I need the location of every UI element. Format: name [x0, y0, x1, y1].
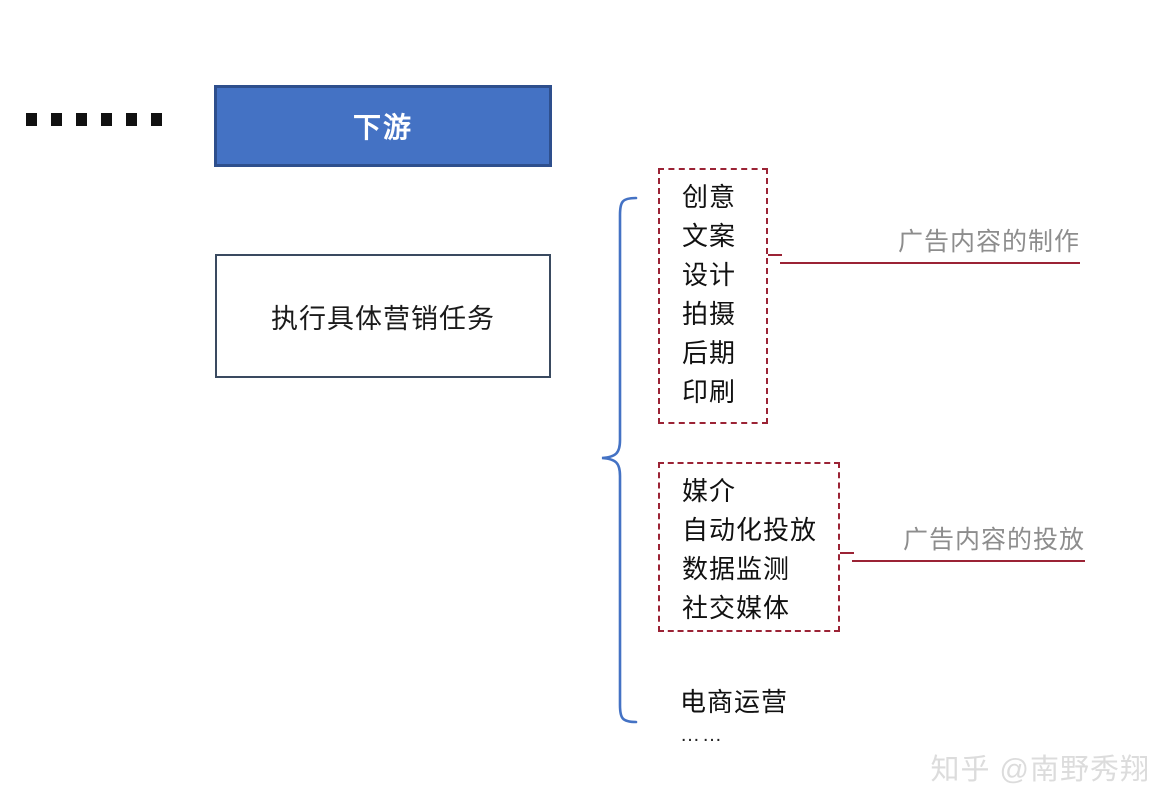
- group-item: 文案: [682, 221, 737, 251]
- group-item: 自动化投放: [682, 515, 818, 545]
- group-item: 拍摄: [682, 299, 737, 329]
- dot-3: [76, 113, 87, 126]
- dot-2: [51, 113, 62, 126]
- annotation-production-rule: [780, 262, 1080, 264]
- group-box-distribution: 媒介 自动化投放 数据监测 社交媒体: [658, 462, 840, 632]
- stage-title-label: 下游: [352, 112, 413, 143]
- dot-5: [126, 113, 137, 126]
- connector-production: [768, 254, 782, 256]
- annotation-distribution-rule: [852, 560, 1085, 562]
- task-box-label: 执行具体营销任务: [271, 303, 495, 334]
- task-box: 执行具体营销任务: [215, 254, 551, 378]
- stage-title-box: 下游: [214, 85, 552, 167]
- connector-distribution: [840, 552, 854, 554]
- annotation-production-label: 广告内容的制作: [897, 228, 1080, 256]
- group-item: 社交媒体: [682, 593, 791, 623]
- group-box-production: 创意 文案 设计 拍摄 后期 印刷: [658, 168, 768, 424]
- annotation-production: 广告内容的制作: [780, 222, 1080, 264]
- group-item: 印刷: [682, 377, 737, 407]
- group-plain-ecommerce: 电商运营 ……: [680, 682, 788, 748]
- annotation-distribution: 广告内容的投放: [852, 520, 1085, 562]
- group-item: 数据监测: [682, 554, 791, 584]
- annotation-distribution-label: 广告内容的投放: [902, 526, 1085, 554]
- dot-4: [101, 113, 112, 126]
- group-item: 创意: [682, 182, 737, 212]
- group-item: 电商运营: [680, 687, 789, 717]
- group-item-ellipsis: ……: [680, 724, 724, 746]
- left-curly-brace: [601, 196, 638, 724]
- watermark: 知乎 @南野秀翔: [930, 754, 1150, 786]
- group-item: 后期: [682, 338, 737, 368]
- dot-6: [151, 113, 162, 126]
- group-item: 媒介: [682, 476, 737, 506]
- continuation-dots: [26, 113, 162, 126]
- dot-1: [26, 113, 37, 126]
- group-item: 设计: [682, 260, 737, 290]
